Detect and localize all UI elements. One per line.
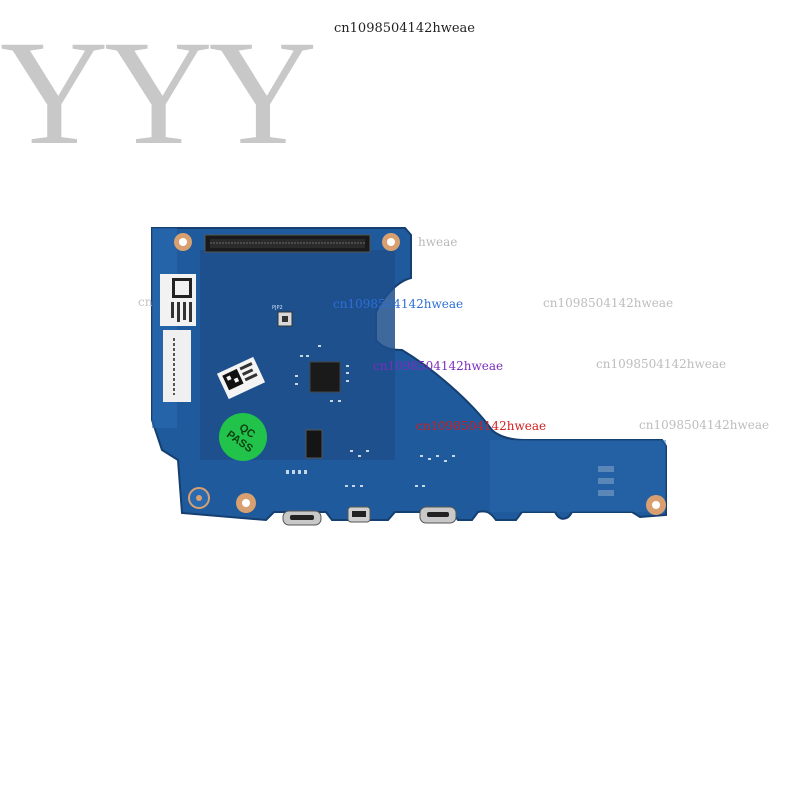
mounting-hole-bottom-left <box>236 493 256 513</box>
usb-c-port-right <box>419 506 457 524</box>
usb-c-port-middle <box>347 506 371 523</box>
usb-c-port-left <box>282 510 322 526</box>
watermark-ghost-5: cn1098504142hweae <box>639 418 770 432</box>
watermark-purple: cn1098504142hweae <box>373 359 504 373</box>
watermark-blue: cn1098504142hweae <box>333 297 464 311</box>
watermark-ghost-1: hweae <box>418 235 458 249</box>
watermark-ghost-2: cn <box>138 295 153 309</box>
capacitor <box>305 429 323 459</box>
qr-sticker <box>216 356 266 400</box>
mounting-hole-right <box>646 495 666 515</box>
barcode-label-left <box>160 274 196 326</box>
watermark-top: cn1098504142hweae <box>334 21 476 36</box>
watermark-ghost-4: cn1098504142hweae <box>596 357 727 371</box>
main-chip <box>309 361 341 393</box>
watermark-red: cn1098504142hweae <box>416 419 547 433</box>
mounting-pad-left <box>188 487 210 509</box>
watermark-ghost-3: cn1098504142hweae <box>543 296 674 310</box>
silkscreen-label: PJP2 <box>272 305 283 311</box>
smd-components <box>286 345 455 487</box>
mounting-hole-top-left <box>174 233 192 251</box>
serial-label <box>163 330 191 402</box>
qc-pass-sticker: QC PASS <box>219 413 267 461</box>
shop-logo: YYY <box>0 10 317 176</box>
mounting-hole-top-right <box>382 233 400 251</box>
